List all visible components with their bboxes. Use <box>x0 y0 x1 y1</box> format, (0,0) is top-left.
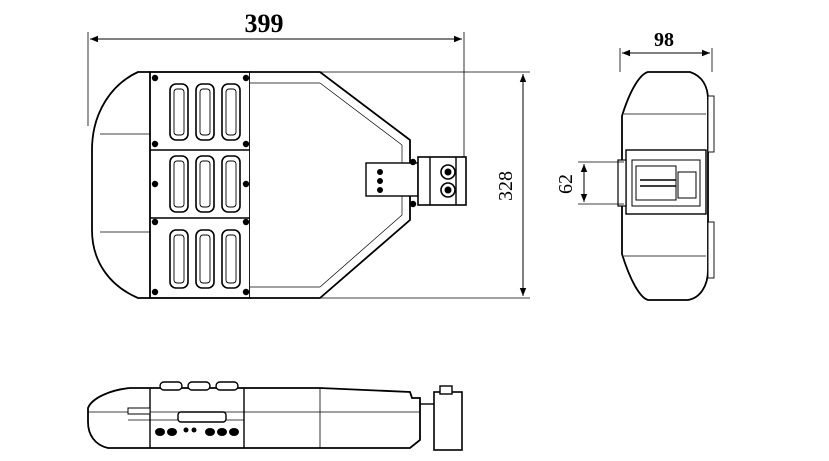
bolt <box>242 74 250 82</box>
dim-label-depth: 98 <box>654 29 674 51</box>
side-bolt <box>155 428 165 436</box>
side-fins <box>127 381 239 415</box>
fin-slot <box>221 155 241 213</box>
pole-clamp <box>417 156 467 206</box>
fin-slot <box>195 155 215 213</box>
bolt <box>151 180 159 188</box>
bolt <box>151 288 159 296</box>
fin-slot <box>221 229 241 289</box>
bolt <box>242 140 250 148</box>
side-bolt <box>205 428 215 436</box>
side-fin <box>159 381 183 391</box>
side-bolt <box>229 428 239 436</box>
side-clamp <box>433 391 463 451</box>
bolt <box>151 140 159 148</box>
bracket-hole <box>377 169 383 175</box>
fin-slot <box>169 155 189 213</box>
dim-label-mount: 62 <box>555 174 577 194</box>
bolt <box>409 158 417 166</box>
side-fin <box>187 381 211 391</box>
fin-slot <box>221 83 241 141</box>
bolt <box>242 180 250 188</box>
bolt <box>151 218 159 226</box>
bracket-hole <box>377 178 383 184</box>
housing-bolts <box>151 74 417 296</box>
end-view <box>578 48 715 301</box>
side-fin <box>215 381 239 391</box>
bolt <box>242 218 250 226</box>
fin-slot <box>195 83 215 141</box>
clamp-holes <box>377 164 456 198</box>
top-view <box>87 32 530 299</box>
bolt <box>409 200 417 208</box>
bolt <box>151 74 159 82</box>
side-bolt <box>217 428 227 436</box>
side-profile <box>87 387 421 449</box>
bracket-hole <box>377 187 383 193</box>
fin-slot <box>169 229 189 289</box>
side-label-plate <box>177 411 227 423</box>
fin-slot <box>169 83 189 141</box>
bolt <box>242 288 250 296</box>
dim-label-length: 399 <box>245 9 284 38</box>
front-lens <box>91 71 150 299</box>
side-bolts <box>155 427 239 436</box>
side-bolt <box>167 428 177 436</box>
mount-bracket <box>365 162 419 197</box>
dim-label-width: 328 <box>495 171 517 201</box>
side-view <box>87 385 463 451</box>
heatsink-fins <box>169 83 241 289</box>
fin-slot <box>195 229 215 289</box>
